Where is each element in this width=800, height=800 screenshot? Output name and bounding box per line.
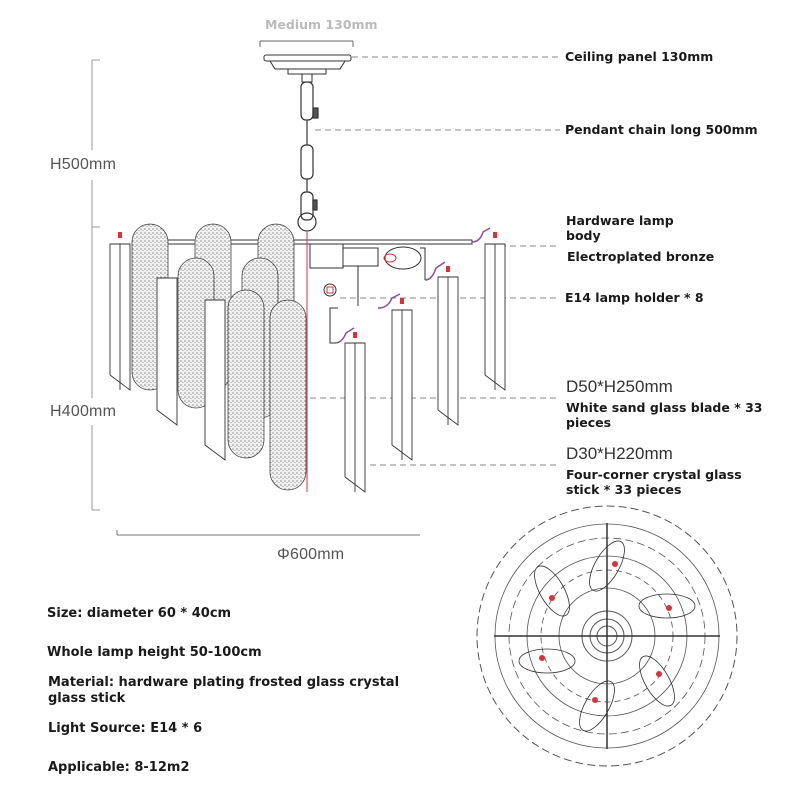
height-dimension-line bbox=[91, 59, 100, 511]
callout-pendant-chain: Pendant chain long 500mm bbox=[565, 122, 758, 137]
spec-material: Material: hardware plating frosted glass… bbox=[48, 675, 400, 706]
ceiling-panel bbox=[263, 54, 352, 83]
bulb-icon bbox=[326, 253, 397, 294]
spec-height: Whole lamp height 50-100cm bbox=[47, 645, 262, 660]
callout-electroplated: Electroplated bronze bbox=[567, 249, 715, 264]
callout-glass-blade: White sand glass blade * 33 pieces bbox=[566, 400, 763, 430]
spec-size: Size: diameter 60 * 40cm bbox=[47, 606, 232, 621]
callout-crystal-stick: Four-corner crystal glass stick * 33 pie… bbox=[566, 467, 742, 497]
width-dimension-line bbox=[116, 530, 420, 536]
top-plan-view bbox=[476, 505, 738, 767]
pendant-chain bbox=[297, 81, 319, 232]
callout-ceiling-panel: Ceiling panel 130mm bbox=[565, 49, 714, 64]
width-dimension-label: Φ600mm bbox=[277, 546, 345, 563]
crystal-glass-sticks bbox=[109, 243, 506, 493]
callout-crystal-stick-size: D30*H220mm bbox=[566, 444, 673, 463]
callout-hardware-lamp-body: Hardware lamp body bbox=[566, 213, 674, 243]
top-dimension-label: Medium 130mm bbox=[265, 17, 378, 32]
spec-applicable: Applicable: 8-12m2 bbox=[48, 760, 190, 775]
spec-light-source: Light Source: E14 * 6 bbox=[48, 721, 203, 736]
height-lower-label: H400mm bbox=[50, 403, 117, 420]
callout-glass-blade-size: D50*H250mm bbox=[566, 377, 673, 396]
callout-lamp-holder: E14 lamp holder * 8 bbox=[565, 290, 704, 305]
red-connectors bbox=[118, 232, 497, 338]
height-upper-label: H500mm bbox=[50, 156, 117, 173]
lamp-holder-hooks bbox=[334, 227, 491, 344]
top-dimension-bracket bbox=[259, 40, 354, 47]
